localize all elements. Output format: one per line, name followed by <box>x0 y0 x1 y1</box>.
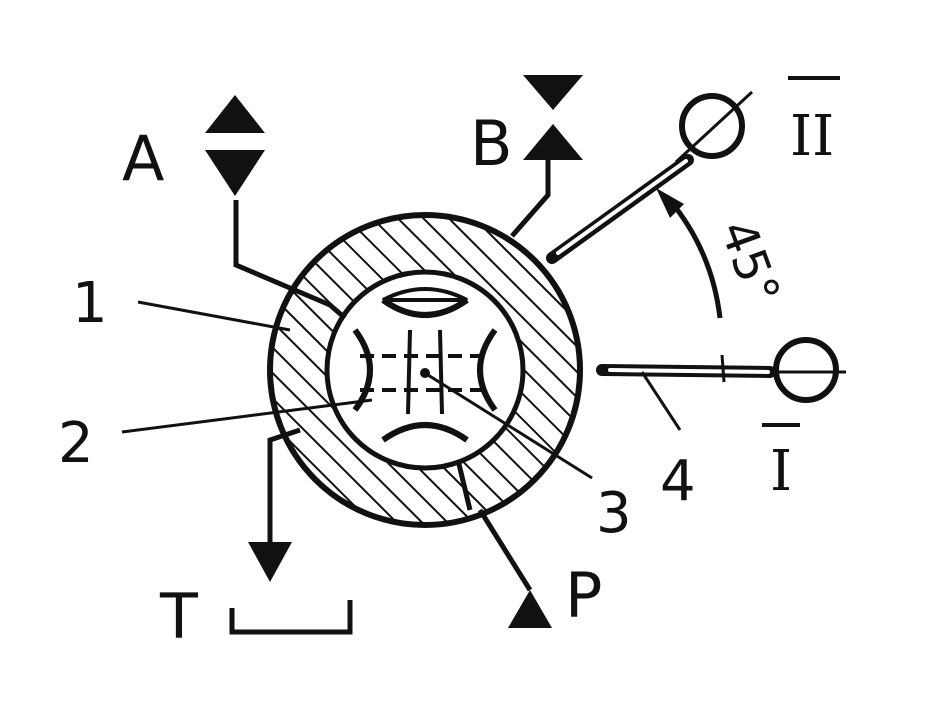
position-ii-label: II <box>790 104 834 169</box>
position-i-label: I <box>770 439 792 504</box>
part-number-1: 1 <box>72 271 108 336</box>
part-number-4: 4 <box>660 449 696 514</box>
port-p-label: P <box>565 559 602 632</box>
port-a-line <box>205 95 347 320</box>
angle-label: 45° <box>709 213 791 312</box>
part-number-3: 3 <box>596 481 632 546</box>
valve-rotor <box>352 287 498 443</box>
handle-position-i <box>596 337 846 403</box>
leader-lines <box>121 300 726 480</box>
angle-arc <box>656 188 723 319</box>
part-number-2: 2 <box>58 411 94 476</box>
port-a-label: A <box>122 122 164 195</box>
port-t-line <box>229 427 353 635</box>
handle-position-ii <box>546 90 754 264</box>
port-b-line <box>510 75 583 238</box>
port-p-line <box>455 459 552 628</box>
port-b-label: B <box>470 107 513 180</box>
port-t-label: T <box>159 580 199 653</box>
